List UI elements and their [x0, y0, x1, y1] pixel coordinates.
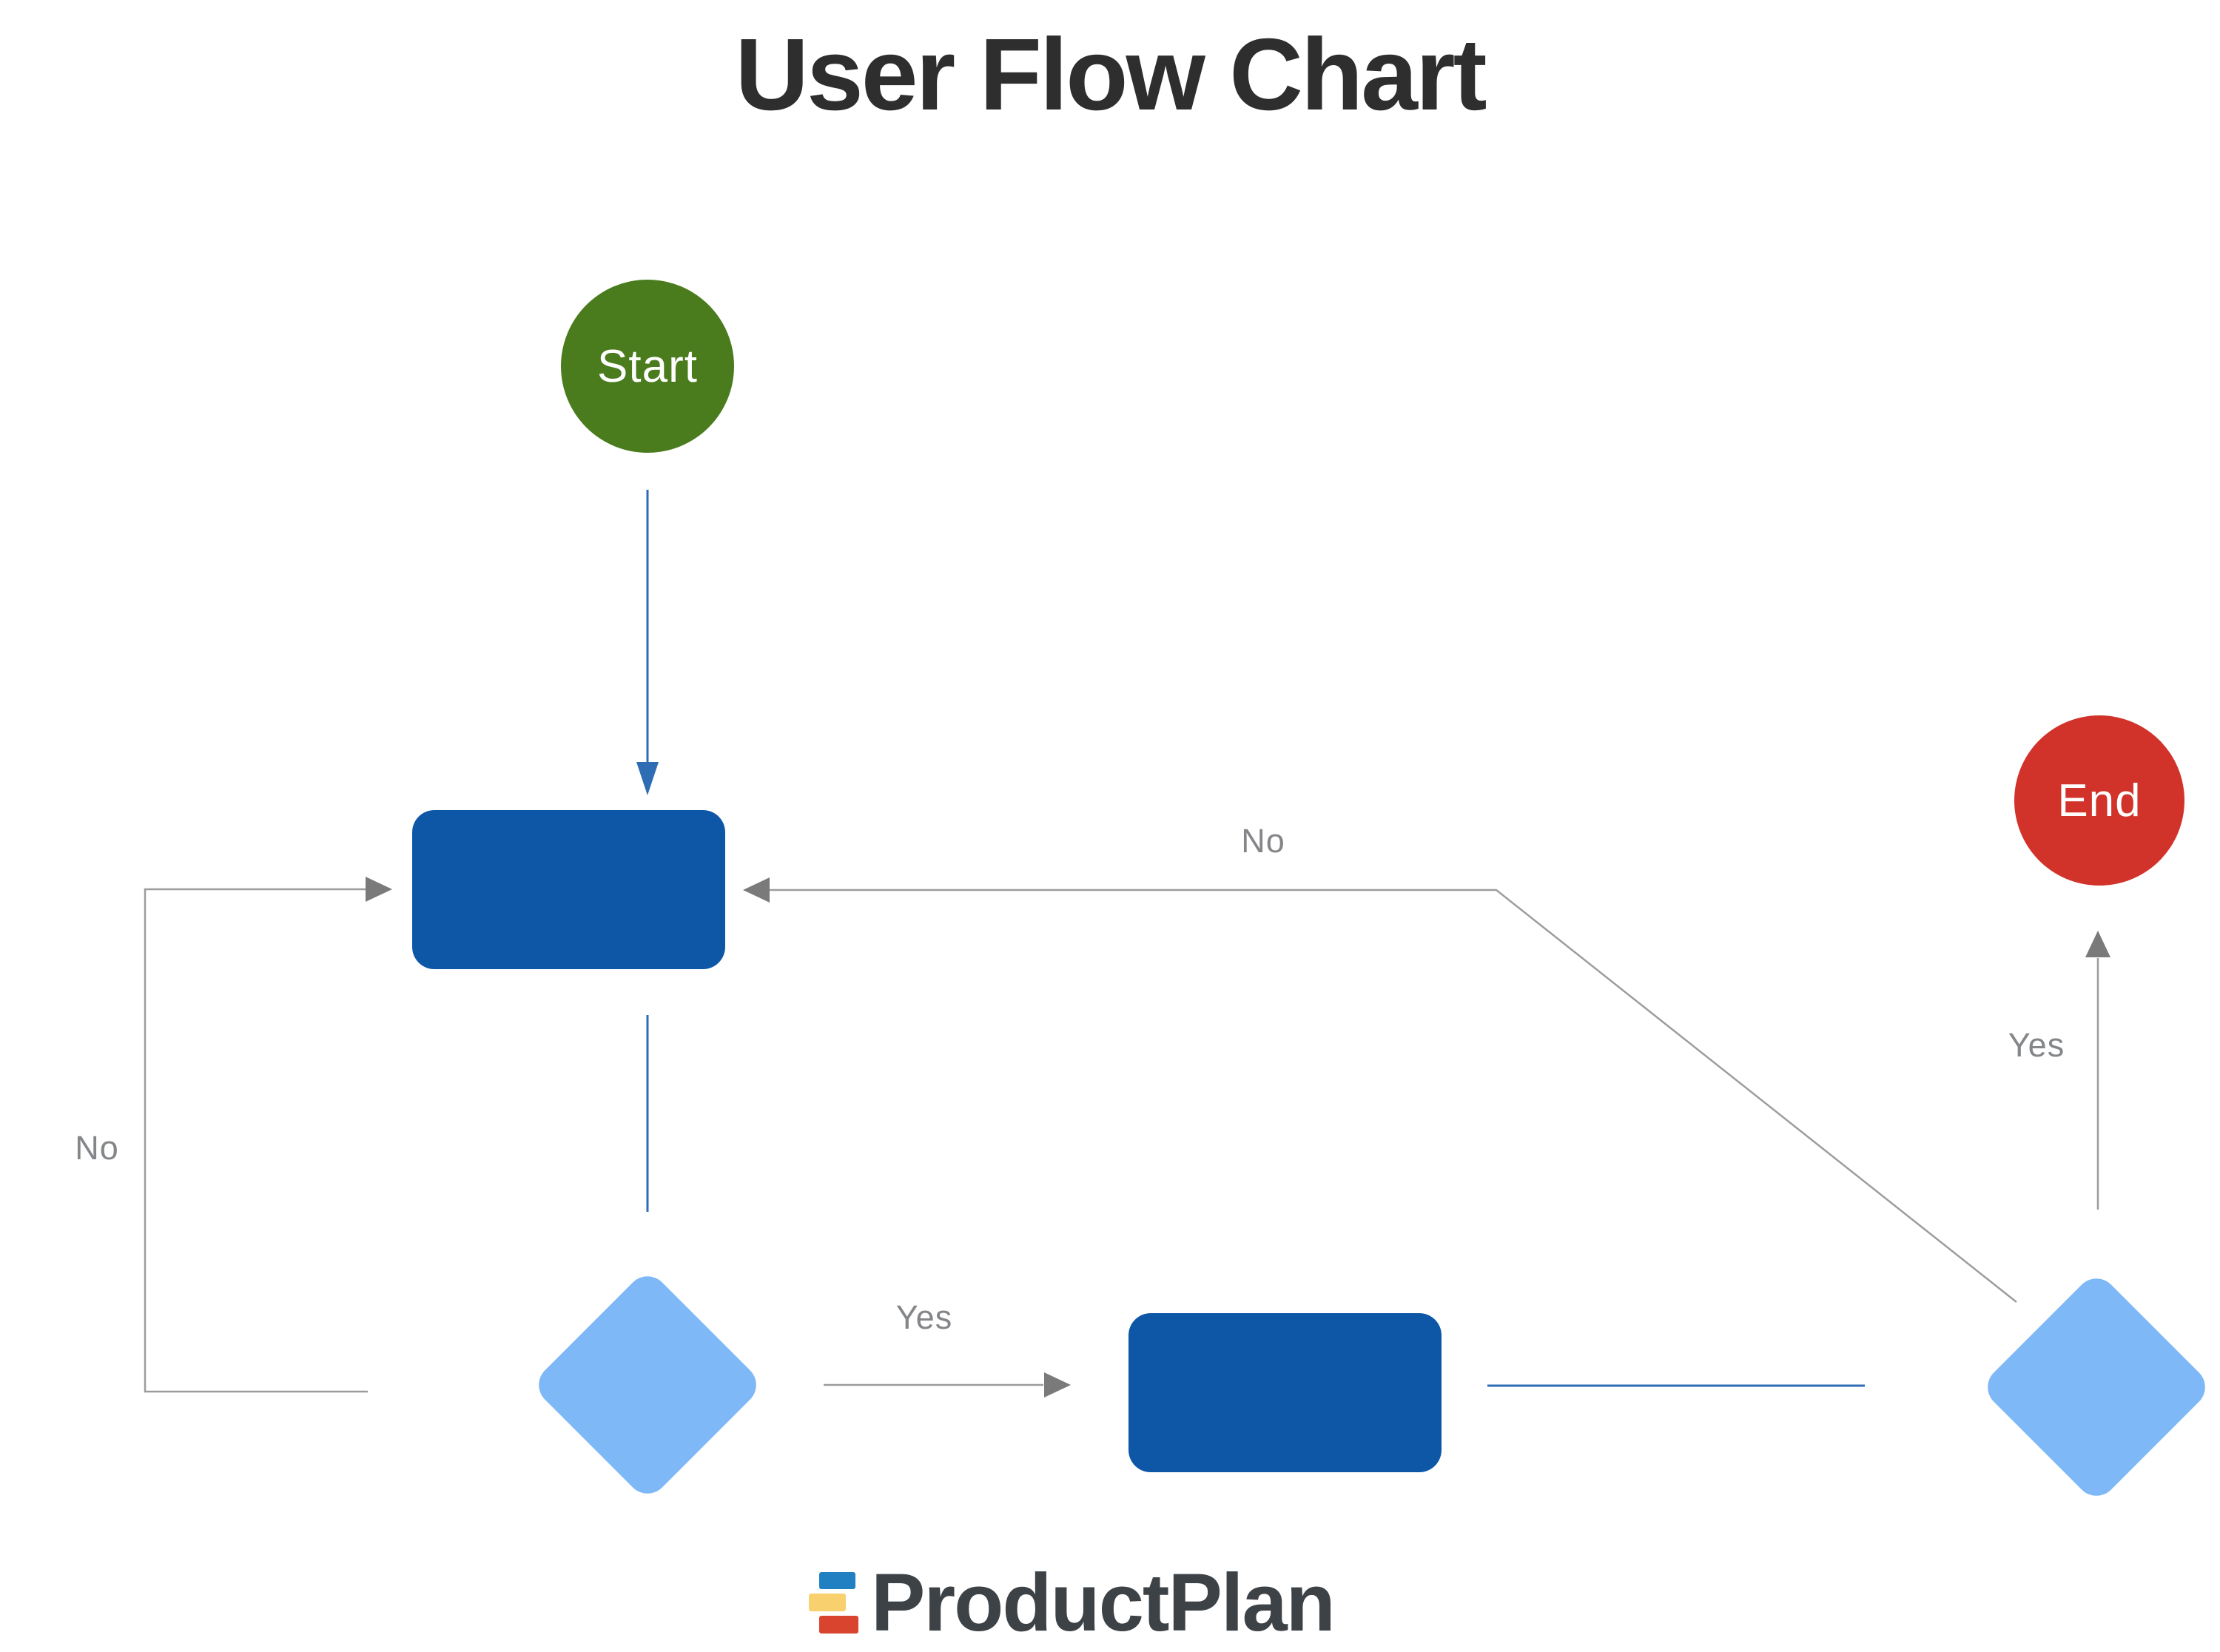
end-node-label: End	[2057, 775, 2142, 826]
process-node-1	[412, 810, 725, 969]
page-title: User Flow Chart	[735, 18, 1487, 132]
logo-bar-yellow	[809, 1594, 846, 1611]
start-node: Start	[561, 280, 734, 453]
edge-label-yes-decision2: Yes	[2008, 1026, 2065, 1064]
end-node: End	[2014, 715, 2184, 886]
arrowhead-start-to-process1	[636, 762, 659, 795]
edge-decision1-no-loop	[144, 888, 368, 1393]
edge-label-no-return: No	[1241, 822, 1285, 860]
arrowhead-decision2-no-return	[743, 877, 770, 903]
arrowhead-decision1-yes	[1044, 1372, 1071, 1398]
start-node-label: Start	[597, 340, 698, 392]
productplan-logo: ProductPlan	[809, 1557, 1336, 1648]
arrowhead-decision1-no-loop	[366, 877, 392, 902]
productplan-logo-text: ProductPlan	[871, 1557, 1336, 1648]
edge-label-yes-decision1: Yes	[895, 1298, 953, 1336]
process-node-2	[1128, 1313, 1442, 1472]
edge-decision2-no-return	[770, 889, 2017, 1303]
logo-bar-red	[819, 1616, 858, 1634]
productplan-logo-icon	[809, 1572, 861, 1634]
arrowhead-decision2-yes	[2085, 931, 2110, 957]
logo-bar-blue	[819, 1572, 855, 1589]
edge-label-no-loop: No	[75, 1129, 119, 1167]
